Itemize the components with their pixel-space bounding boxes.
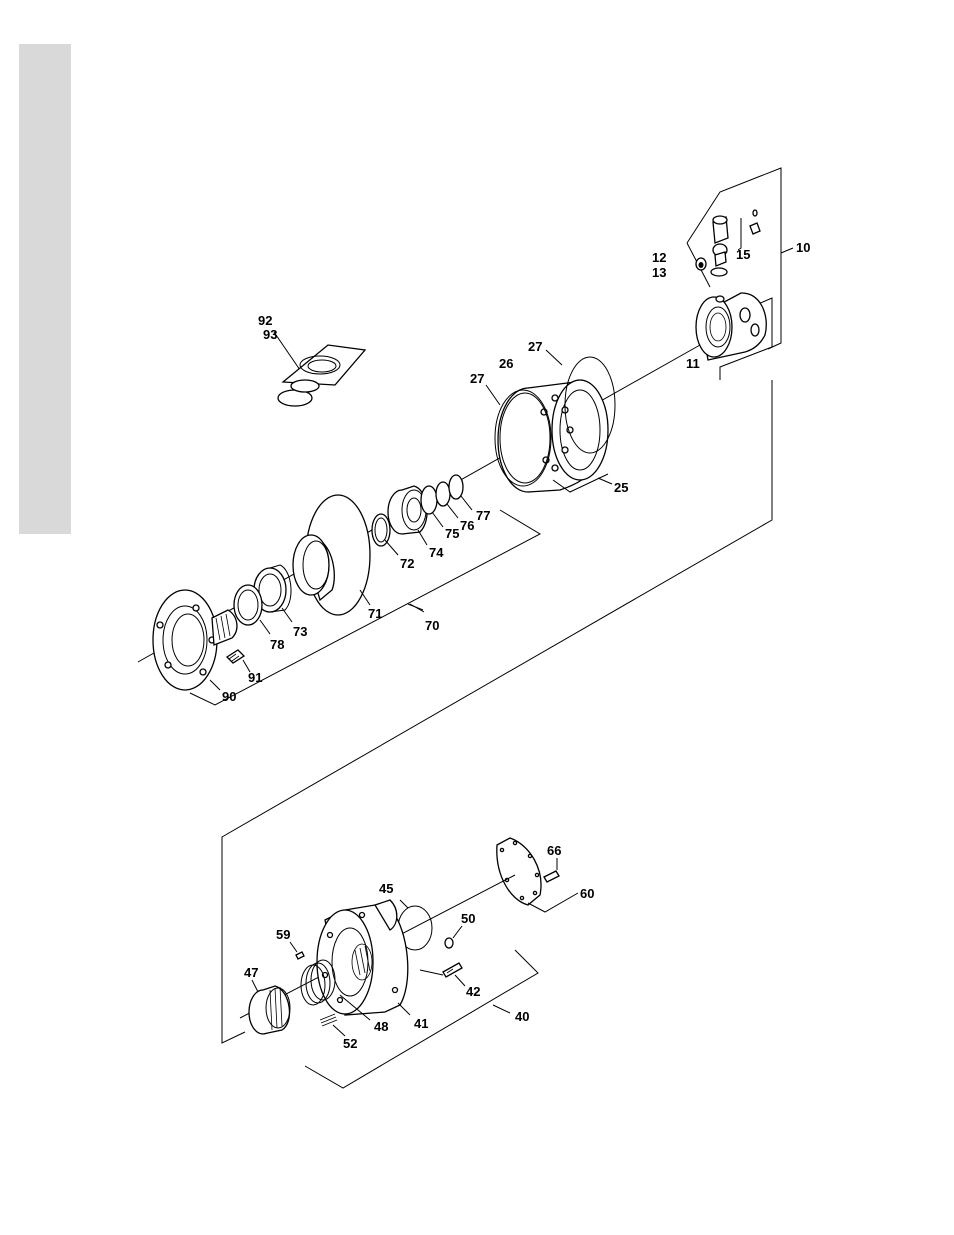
callout-74: 74: [429, 545, 444, 560]
callout-41: 41: [414, 1016, 428, 1031]
part-91-bolt: [227, 650, 250, 672]
part-50-plug: [445, 926, 462, 948]
group-15-bracket: [738, 218, 741, 250]
callout-26: 26: [499, 356, 513, 371]
callout-66: 66: [547, 843, 561, 858]
callout-93: 93: [263, 327, 277, 342]
group-70-bracket: [410, 604, 424, 612]
callout-78: 78: [270, 637, 284, 652]
part-13-seal: [696, 258, 706, 270]
callout-77: 77: [476, 508, 490, 523]
callout-52: 52: [343, 1036, 357, 1051]
part-15-screw: [750, 210, 760, 234]
callout-92: 92: [258, 313, 272, 328]
part-92-seal-kit: [274, 332, 365, 406]
callout-11: 11: [686, 356, 700, 371]
callout-27-left: 27: [470, 371, 484, 386]
part-90-flange: [153, 590, 237, 690]
callout-40: 40: [515, 1009, 529, 1024]
part-12-plug: [711, 216, 728, 276]
callout-91: 91: [248, 670, 262, 685]
part-47-piston: [249, 980, 290, 1034]
part-42-bolt: [420, 963, 465, 986]
callout-75: 75: [445, 526, 459, 541]
callout-15: 15: [736, 247, 750, 262]
callout-50: 50: [461, 911, 475, 926]
callout-71: 71: [368, 606, 382, 621]
part-41-housing: [317, 900, 410, 1015]
callout-13: 13: [652, 265, 666, 280]
callout-45: 45: [379, 881, 393, 896]
part-77-ring: [449, 475, 472, 510]
callout-59: 59: [276, 927, 290, 942]
callout-76: 76: [460, 518, 474, 533]
connector-lines: [190, 380, 772, 1043]
callout-12: 12: [652, 250, 666, 265]
callout-42: 42: [466, 984, 480, 999]
callout-48: 48: [374, 1019, 388, 1034]
callout-25: 25: [614, 480, 628, 495]
part-59-pin: [290, 942, 304, 959]
callout-10: 10: [796, 240, 810, 255]
callout-72: 72: [400, 556, 414, 571]
callout-90: 90: [222, 689, 236, 704]
callout-73: 73: [293, 624, 307, 639]
callout-27-top: 27: [528, 339, 542, 354]
part-66-screw: [544, 858, 559, 882]
callout-60: 60: [580, 886, 594, 901]
part-52-spring: [320, 1014, 345, 1036]
part-11-cylinder-block: [696, 293, 766, 360]
callout-70: 70: [425, 618, 439, 633]
part-60-cover-plate: [497, 838, 541, 905]
part-71-hub: [293, 495, 370, 615]
callout-47: 47: [244, 965, 258, 980]
